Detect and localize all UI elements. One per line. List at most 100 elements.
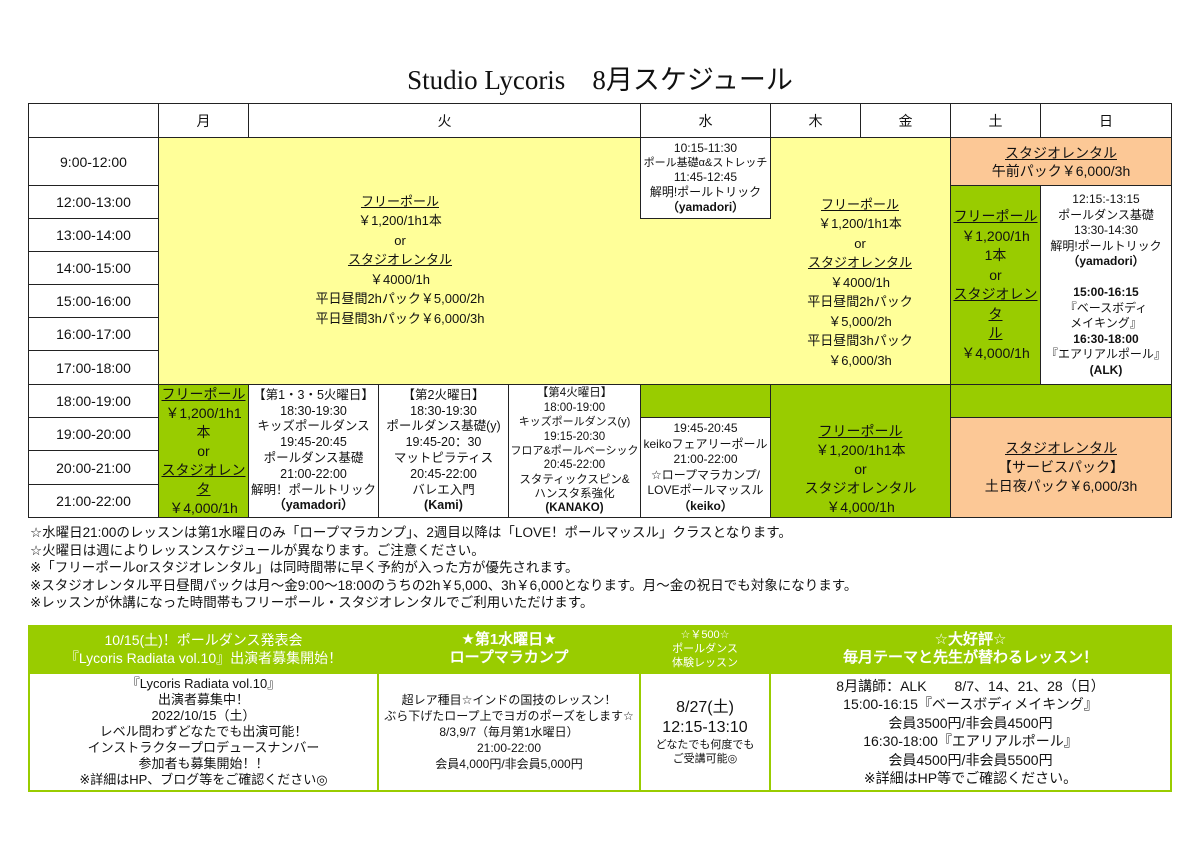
text-line: キッズポールダンス(y) (518, 416, 631, 429)
corner-cell (28, 103, 159, 138)
text-line: ポール基礎α&ストレッチ (643, 156, 768, 169)
text-line: or (854, 460, 867, 477)
text-line: ￥4000/1h (370, 271, 430, 287)
text-line: 16:30-18:00 (1073, 331, 1139, 346)
text-line: 体験レッスン (672, 656, 738, 669)
time-cell: 13:00-14:00 (28, 218, 159, 252)
text-line: （yamadori） (666, 200, 745, 215)
text-line: or (394, 232, 406, 248)
text-line: 12:15-13:10 (662, 718, 748, 736)
text-line: 2022/10/15（土） (151, 708, 256, 723)
recital-box-header: 10/15(土)！ポールダンス発表会『Lycoris Radiata vol.1… (28, 625, 379, 672)
text-line: ☆大好評☆ (934, 630, 1007, 648)
trial-lesson-body: 8/27(土) 12:15-13:10 どなたでも何度でもご受講可能◎ (639, 672, 771, 792)
text-line: ※詳細はHP等でご確認ください。 (863, 770, 1078, 786)
text-line: 平日昼間2hパック￥5,000/2h (315, 291, 485, 307)
text-line: どなたでも何度でも (655, 738, 755, 751)
text-line: ※レッスンが休講になった時間帯もフリーポール・スタジオレンタルでご利用いただけま… (30, 595, 594, 611)
text-line: フリーポール (161, 385, 246, 402)
text-line: スタジオレンタ (953, 286, 1038, 322)
text-line: 15:00-16:15 (1073, 285, 1139, 299)
text-line: 16:30-18:00『エアリアルポール』 (863, 733, 1078, 749)
monthly-lesson-header: ☆大好評☆毎月テーマと先生が替わるレッスン！ (769, 625, 1172, 672)
sat-sun-evening-green (950, 384, 1172, 418)
text-line: 土日夜パック￥6,000/3h (984, 478, 1138, 494)
text-line: 21:00-22:00 (280, 466, 347, 481)
text-line: 平日昼間2hパック (807, 294, 913, 310)
text-line: 18:30-19:30 (410, 403, 477, 418)
text-line: メイキング』 (1070, 316, 1142, 330)
time-cell: 14:00-15:00 (28, 251, 159, 285)
day-header-sun: 日 (1040, 103, 1172, 138)
notes: ☆水曜日21:00のレッスンは第1水曜日のみ「ロープマラカンプ」、2週目以降は「… (30, 524, 857, 612)
text-line: 19:15-20:30 (543, 430, 606, 443)
text-line: 【サービスパック】 (998, 459, 1124, 475)
text-line: 20:45-22:00 (410, 466, 477, 481)
text-line: 10:15-11:30 (673, 140, 738, 155)
text-line: スタジオレンタル (807, 255, 912, 271)
text-line: 参加者も募集開始！！ (138, 756, 269, 771)
monthly-lesson-body: 8月講師：ALK 8/7、14、21、28（日）15:00-16:15『ベースボ… (769, 672, 1172, 792)
text-line: ★第1水曜日★ (461, 630, 557, 648)
text-line: ご受講可能◎ (672, 753, 738, 765)
text-line: 19:45-20:45 (673, 421, 738, 435)
text-line: 13:30-14:30 (1073, 223, 1139, 237)
text-line: ポールダンス基礎 (1058, 207, 1154, 222)
text-line: レベル問わずどなたでも出演可能！ (99, 724, 308, 739)
text-line: 毎月テーマと先生が替わるレッスン！ (842, 648, 1098, 666)
text-line: ￥4000/1h (830, 274, 890, 290)
text-line: 『Lycoris Radiata vol.10』 (126, 676, 281, 691)
text-line: （yamadori） (273, 498, 354, 513)
time-cell: 16:00-17:00 (28, 317, 159, 351)
text-line: (Kami) (424, 498, 463, 513)
text-line: フリーポール (360, 193, 439, 209)
text-line: 11:45-12:45 (673, 170, 738, 185)
text-line: 20:45-22:00 (543, 459, 606, 472)
time-cell: 21:00-22:00 (28, 484, 159, 518)
trial-lesson-header: ☆￥500☆ポールダンス体験レッスン (639, 625, 771, 672)
text-line: ※詳細はHP、ブログ等をご確認ください◎ (79, 772, 328, 787)
text-line: 平日昼間3hパック (807, 333, 913, 349)
text-line: ☆火曜日は週によりレッスンスケジュールが異なります。ご注意ください。 (30, 542, 485, 558)
text-line: ☆￥500☆ (680, 628, 730, 641)
text-line: 会員3500円/非会員4500円 (888, 714, 1053, 731)
text-line: ￥1,200/1h1本 (358, 213, 442, 229)
time-cell: 12:00-13:00 (28, 185, 159, 219)
text-line: スタジオレンタ (161, 461, 246, 497)
text-line: 平日昼間3hパック￥6,000/3h (315, 310, 485, 326)
text-line: ￥4,000/1h (961, 344, 1030, 361)
text-line: 解明!ポールトリック (649, 185, 762, 200)
text-line: ￥1,200/1h (961, 227, 1030, 244)
text-line: 『ベースボディ (1064, 300, 1148, 315)
text-line: 本 (196, 423, 211, 440)
text-line: ￥1,200/1h1 (165, 404, 242, 421)
text-line: (KANAKO) (545, 502, 604, 515)
text-line: 8/3,9/7（毎月第1水曜日） (439, 725, 579, 739)
day-header-tue: 火 (248, 103, 641, 138)
time-cell: 19:00-20:00 (28, 417, 159, 451)
text-line: 8/27(土) (676, 698, 734, 716)
weekend-night-rental: スタジオレンタル【サービスパック】土日夜パック￥6,000/3h (950, 417, 1172, 518)
rope-mallakhamb-body: 超レア種目☆インドの国技のレッスン！ ぶら下げたロープ上でヨガのポーズをします☆ 8… (377, 672, 641, 792)
text-line: 【第4火曜日】 (536, 387, 613, 400)
time-cell: 20:00-21:00 (28, 450, 159, 485)
text-line: 21:00-22:00 (476, 741, 542, 755)
text-line: ぶら下げたロープ上でヨガのポーズをします☆ (384, 709, 634, 723)
text-line: フリーポール (953, 208, 1038, 224)
text-line: 午前パック￥6,000/3h (991, 162, 1131, 179)
day-header-fri: 金 (860, 103, 951, 138)
text-line: 超レア種目☆インドの国技のレッスン！ (401, 693, 617, 707)
text-line: ハンスタ系強化 (534, 487, 615, 500)
day-header-wed: 水 (640, 103, 771, 138)
day-header-mon: 月 (158, 103, 249, 138)
text-line: 1本 (984, 247, 1007, 263)
text-line: スタジオレンタル ￥4,000/1h (804, 479, 917, 515)
